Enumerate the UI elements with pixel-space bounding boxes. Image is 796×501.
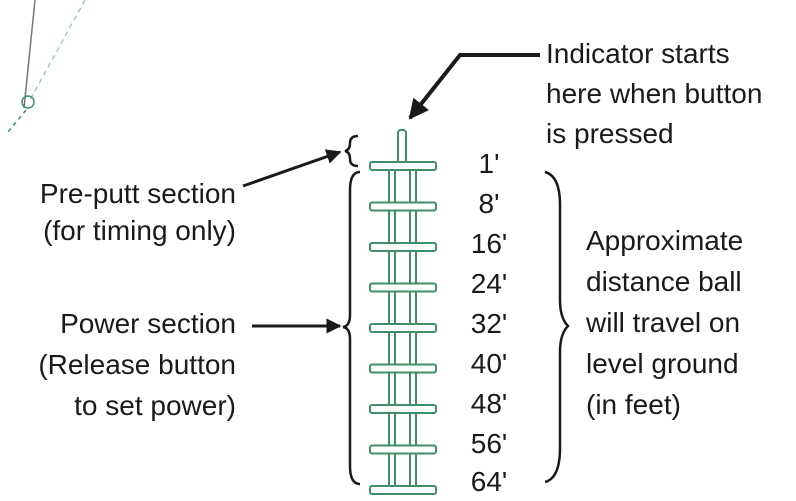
approx-label-line2: distance ball [586,266,742,297]
power-label-line3: to set power) [74,390,236,421]
meter-rung [369,485,437,495]
preputt-label-line1: Pre-putt section [39,178,236,209]
distance-label-8: 8' [478,188,500,219]
indicator-pin [397,129,407,167]
distance-label-40: 40' [470,348,508,379]
indicator-arrow-icon [408,53,540,120]
indicator-label-line1: Indicator starts [546,38,730,69]
meter-rung [369,161,437,171]
approx-label-line4: level ground [586,348,739,379]
power-label-line2: (Release button [38,349,236,380]
preputt-brace-icon [344,134,359,168]
golfer-club-icon [7,0,86,133]
meter-rung [369,201,437,212]
distance-label-64: 64' [470,466,508,497]
approx-label-line5: (in feet) [586,389,681,420]
distance-label-24: 24' [470,268,508,299]
meter-rung [369,282,437,293]
distance-brace-icon [544,170,570,484]
indicator-label-line2: here when button [546,78,763,109]
approx-label-line3: will travel on [586,307,741,338]
meter-rung [369,363,437,374]
meter-rung [369,242,437,252]
power-label-line1: Power section [60,308,236,339]
distance-label-32: 32' [470,308,508,339]
indicator-label-line3: is pressed [546,118,674,149]
meter-rung [369,404,437,414]
distance-label-16: 16' [470,228,508,259]
distance-label-1: 1' [478,148,500,179]
distance-label-48: 48' [470,388,508,419]
distance-label-56: 56' [470,428,508,459]
preputt-arrow-icon [242,149,342,188]
preputt-label-line2: (for timing only) [43,215,236,246]
power-meter [369,129,437,495]
approx-label-line1: Approximate [586,225,744,256]
power-brace-icon [342,170,361,486]
meter-rung [369,323,437,333]
meter-rung [369,444,437,455]
